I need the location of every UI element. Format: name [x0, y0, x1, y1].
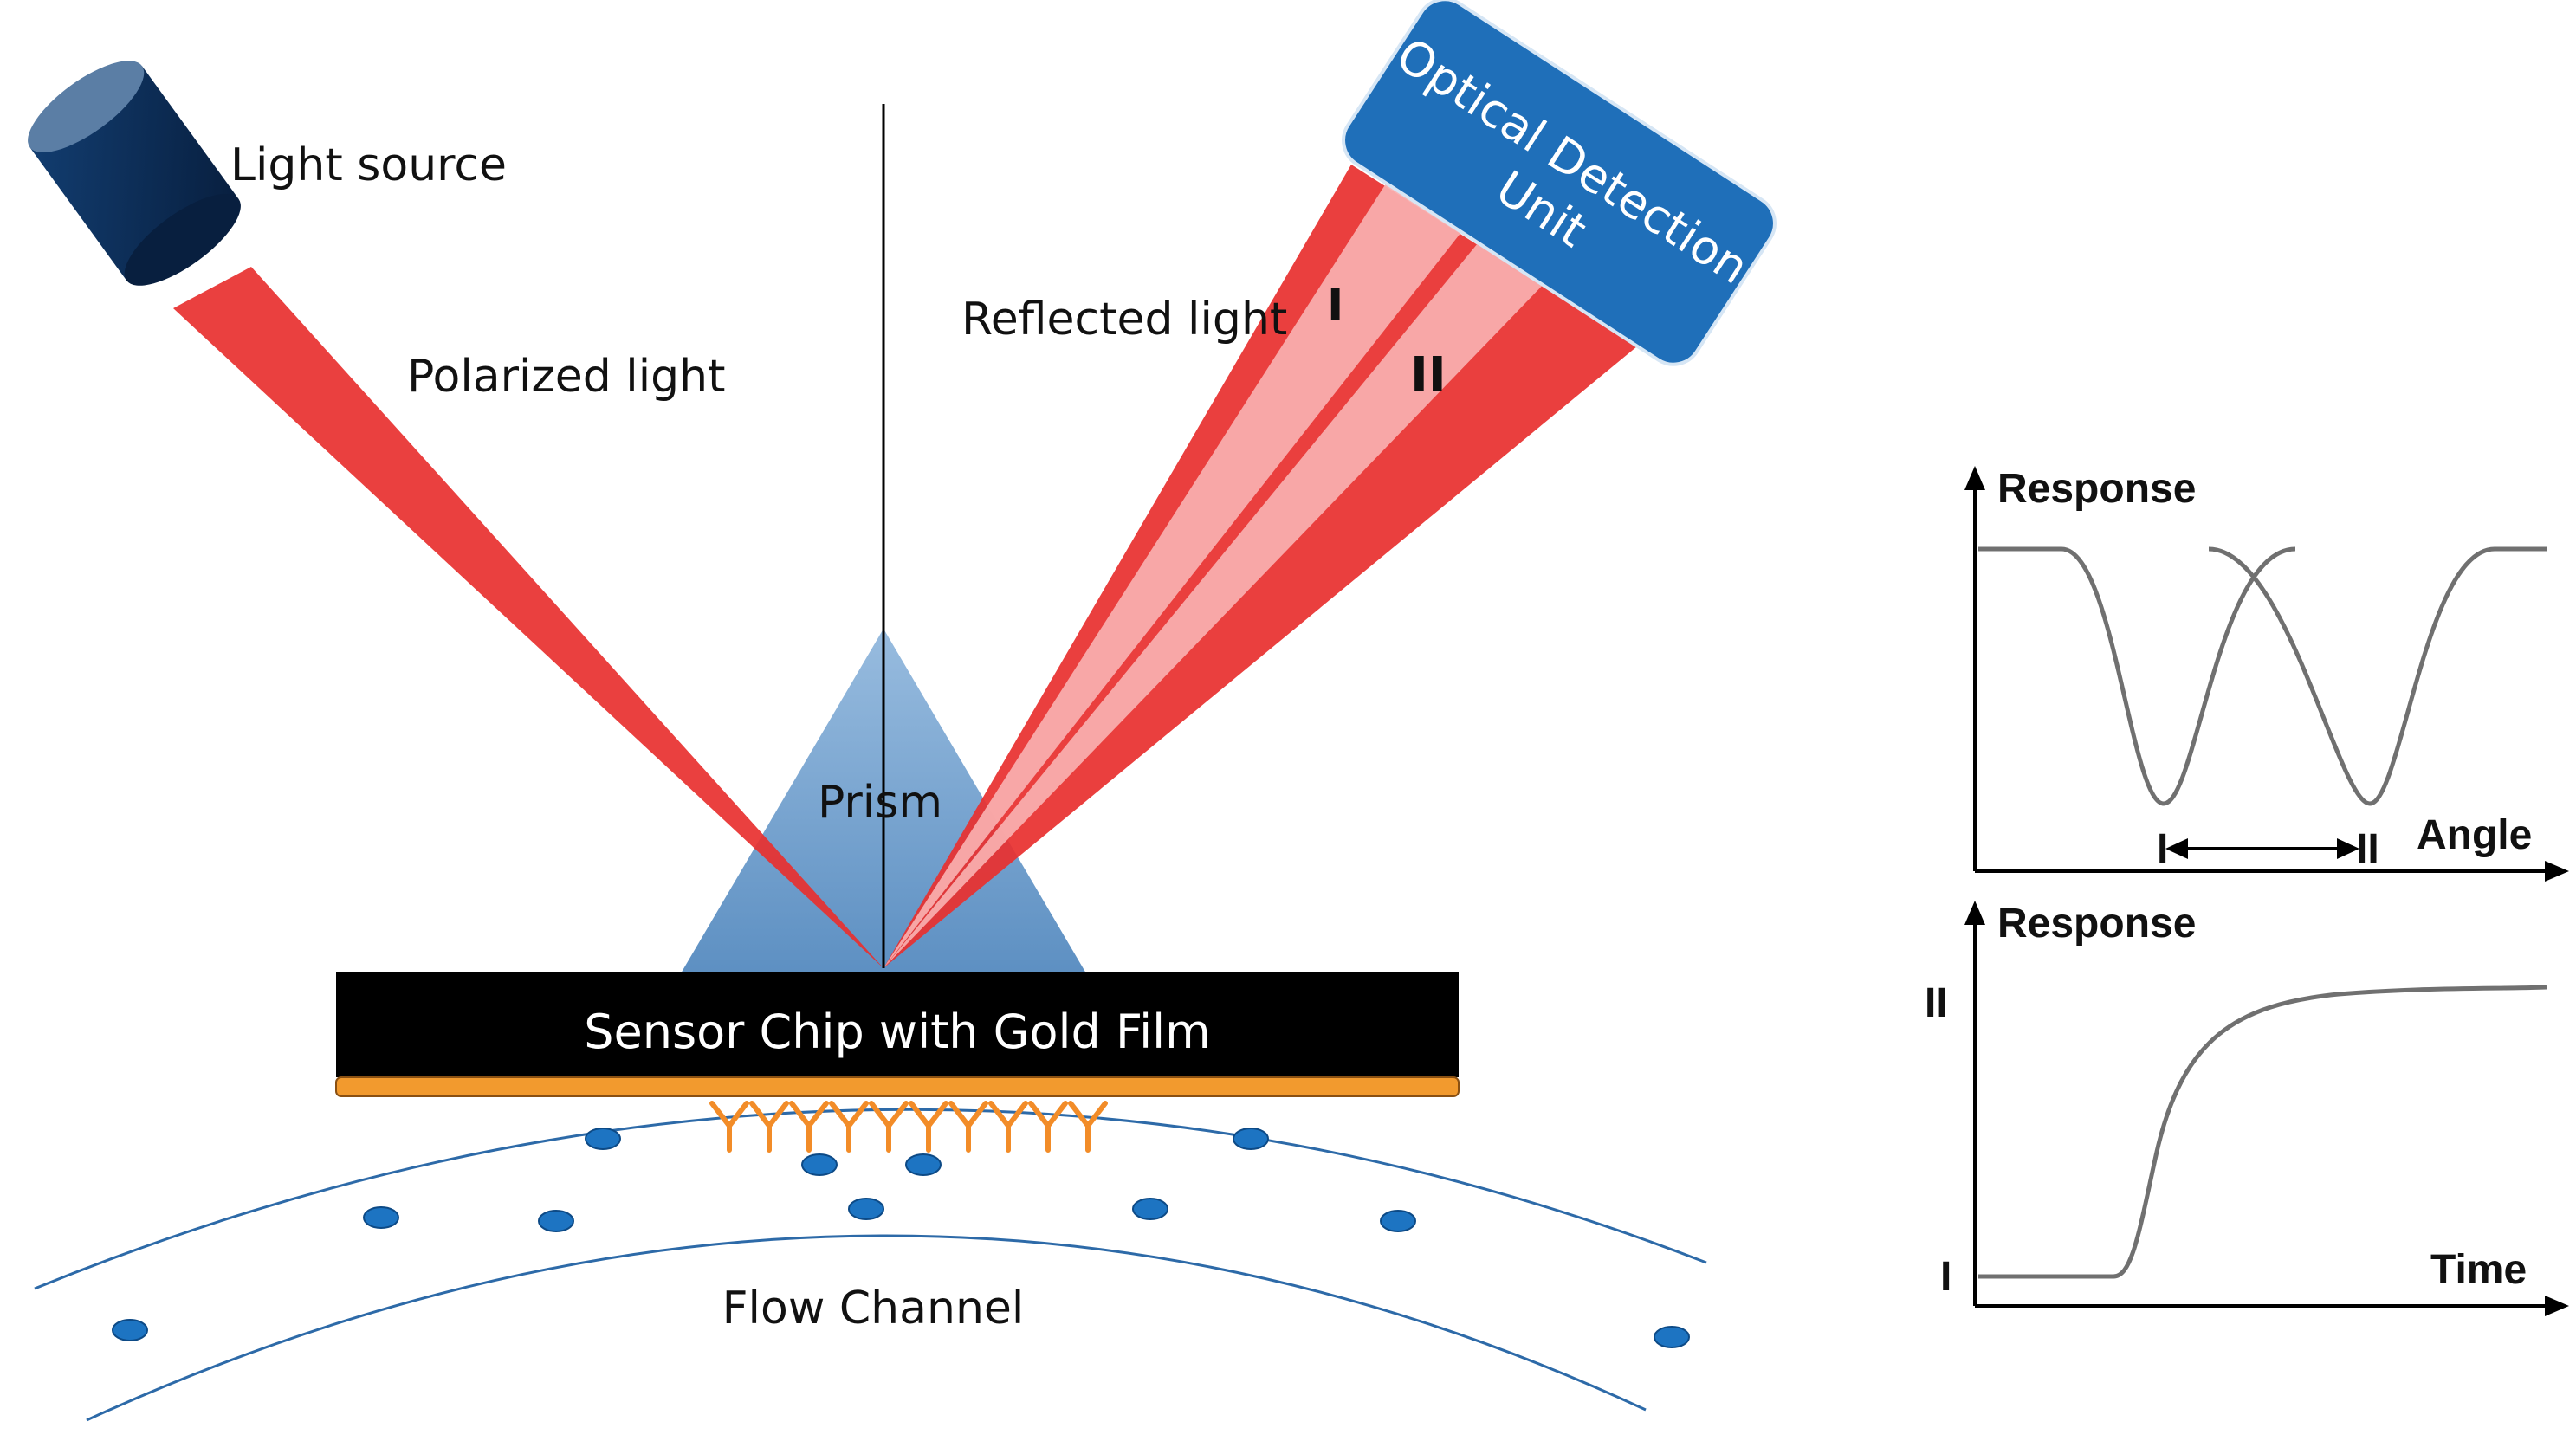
- antibody: [789, 1101, 829, 1153]
- x-axis-arrow: [2545, 1296, 2569, 1316]
- particle: [905, 1153, 942, 1176]
- antibody: [709, 1101, 749, 1153]
- x-axis-arrow: [2545, 861, 2569, 882]
- shift-arrow-right: [2337, 838, 2359, 859]
- top-mark-I: I: [2157, 826, 2168, 872]
- bottom-level-I: I: [1940, 1254, 1951, 1300]
- light-source-icon: [28, 61, 241, 286]
- antibodies: [709, 1101, 1108, 1153]
- antibody: [948, 1101, 988, 1153]
- top-mark-II: II: [2356, 826, 2379, 872]
- light-source-label: Light source: [230, 139, 507, 191]
- response-time-graph: Response Time II I: [1925, 901, 2569, 1316]
- polarized-light-label: Polarized light: [407, 351, 726, 403]
- bottom-xlabel: Time: [2430, 1247, 2527, 1293]
- prism-label: Prism: [818, 777, 942, 829]
- particle: [801, 1153, 838, 1176]
- y-axis-arrow: [1964, 466, 1985, 490]
- flow-channel-label: Flow Channel: [722, 1283, 1025, 1334]
- particle: [1380, 1210, 1416, 1232]
- binding-curve: [1978, 985, 2547, 1279]
- antibody: [829, 1101, 869, 1153]
- y-axis-arrow: [1964, 901, 1985, 925]
- response-angle-graph: Response Angle I II: [1964, 466, 2569, 882]
- particle: [1654, 1326, 1690, 1348]
- bottom-ylabel: Response: [1997, 901, 2196, 947]
- flow-channel-lower-wall: [86, 1234, 1647, 1422]
- top-xlabel: Angle: [2417, 812, 2532, 858]
- reflected-light-label: Reflected light: [961, 294, 1287, 346]
- polarized-light-beam: [173, 267, 883, 968]
- sensor-chip-label: Sensor Chip with Gold Film: [584, 1005, 1210, 1059]
- antibody: [909, 1101, 948, 1153]
- antibody: [1028, 1101, 1068, 1153]
- particle: [112, 1319, 148, 1341]
- particle: [1233, 1128, 1269, 1150]
- antibody: [1068, 1101, 1108, 1153]
- top-ylabel: Response: [1997, 466, 2196, 512]
- reflected-beam-II: [883, 234, 1550, 968]
- shift-arrow-left: [2165, 838, 2188, 859]
- particle: [363, 1206, 399, 1229]
- antibody: [749, 1101, 789, 1153]
- analyte-particles: [112, 1128, 1690, 1348]
- reflected-beam-I: [883, 184, 1468, 968]
- reflected-I-label: I: [1327, 280, 1343, 332]
- curve-II: [2208, 546, 2547, 806]
- particle: [848, 1198, 884, 1220]
- reflected-II-label: II: [1410, 347, 1447, 404]
- particle: [1132, 1198, 1168, 1220]
- gold-film: [335, 1076, 1460, 1097]
- particle: [585, 1128, 621, 1150]
- antibody: [869, 1101, 909, 1153]
- particle: [538, 1210, 574, 1232]
- antibody: [988, 1101, 1028, 1153]
- bottom-level-II: II: [1925, 980, 1948, 1026]
- sensor-chip: [336, 972, 1459, 1077]
- curve-I: [1978, 546, 2296, 806]
